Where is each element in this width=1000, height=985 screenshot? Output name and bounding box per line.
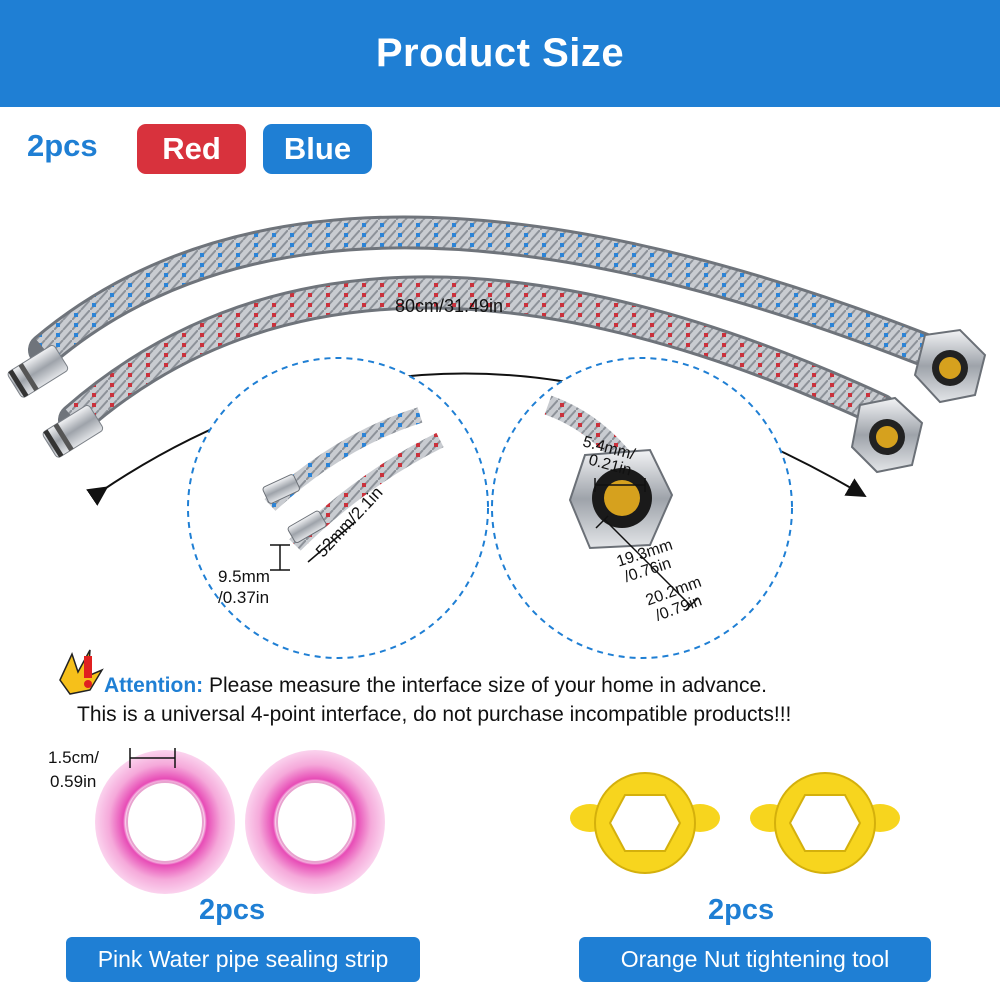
sealing-tape-roll-2: [245, 750, 385, 894]
compatibility-notice: This is a universal 4-point interface, d…: [77, 703, 792, 726]
red-hose-thread-end: [42, 405, 104, 458]
nut-tool-2: [750, 772, 900, 874]
thread-detail-circle: [187, 357, 489, 659]
tape-caption: Pink Water pipe sealing strip: [66, 937, 420, 982]
thread-diameter-in: /0.37in: [218, 588, 270, 607]
tape-width-cm: 1.5cm/: [48, 748, 100, 767]
red-hose-nut: [850, 396, 924, 474]
page-title: Product Size: [375, 31, 625, 75]
attention-text: Please measure the interface size of you…: [208, 674, 767, 697]
header-banner: Product Size: [0, 0, 1000, 107]
blue-hose: [28, 215, 967, 377]
blue-hose-thread-end: [7, 345, 69, 398]
attention-label: Attention:: [104, 674, 204, 697]
variant-count: 2pcs: [27, 128, 98, 163]
length-dimension: 80cm/31.49in: [395, 296, 504, 316]
tape-quantity: 2pcs: [199, 894, 266, 926]
nut-detail-circle: [491, 357, 793, 659]
tool-caption: Orange Nut tightening tool: [579, 937, 931, 982]
thread-diameter-mm: 9.5mm: [218, 567, 270, 586]
warning-icon: [59, 649, 104, 695]
attention-line: Attention: Please measure the interface …: [104, 674, 767, 698]
tape-width-marker: [129, 748, 176, 768]
blue-variant-tag: Blue: [263, 124, 372, 174]
red-variant-tag: Red: [137, 124, 246, 174]
blue-hose-nut: [913, 328, 987, 404]
tool-quantity: 2pcs: [708, 894, 775, 926]
tape-width-in: 0.59in: [50, 772, 97, 791]
sealing-tape-roll-1: [95, 750, 235, 894]
nut-tool-1: [570, 772, 720, 874]
red-hose: [58, 275, 897, 437]
